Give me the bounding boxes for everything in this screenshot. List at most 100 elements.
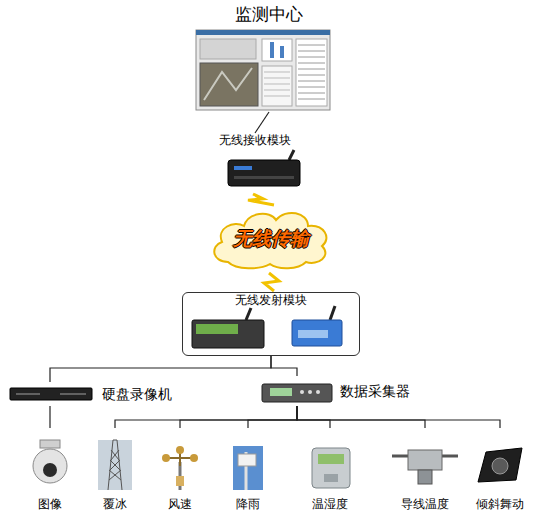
collector-display	[270, 388, 292, 396]
collector-device	[262, 384, 332, 402]
collector-button	[300, 390, 304, 394]
node-label: 倾斜舞动	[465, 498, 535, 512]
gauge-bar	[270, 42, 274, 58]
wireless-bolt	[264, 273, 279, 291]
software-screenshot	[196, 30, 330, 110]
device-node: 温湿度	[295, 428, 365, 514]
camera-icon	[33, 440, 67, 483]
tower-lattice	[108, 440, 122, 490]
sensor-dial	[492, 458, 508, 474]
receiver-device	[228, 150, 300, 186]
window-frame	[196, 30, 330, 110]
cloud-node: 无线传输	[206, 206, 336, 272]
node-label: 无线接收模块	[196, 134, 314, 148]
node-label: 导线温度	[390, 498, 460, 512]
wire-line	[50, 356, 271, 382]
dvr-body	[10, 388, 92, 400]
node-label: 覆冰	[80, 498, 150, 512]
receiver-body	[228, 160, 300, 186]
gauge-bar	[280, 46, 284, 58]
device-node: 导线温度	[390, 428, 460, 514]
device-node: 覆冰	[80, 428, 150, 514]
tower-icon	[98, 440, 132, 490]
transmitter-panel	[196, 324, 238, 334]
wire-line	[255, 112, 269, 133]
device-node: 风速	[145, 428, 215, 514]
receiver-slot	[234, 176, 294, 179]
gauge-funnel	[238, 454, 256, 466]
sensor-box	[418, 470, 432, 484]
collector-button	[308, 390, 312, 394]
camera-lens	[43, 463, 57, 477]
node-label: 降雨	[213, 498, 283, 512]
collector-button	[316, 390, 320, 394]
sky-photo	[233, 446, 263, 490]
wire-line	[115, 406, 297, 428]
wire-line	[297, 406, 330, 428]
sky-photo	[98, 440, 132, 490]
device-node: 硬盘录像机	[6, 382, 206, 406]
cloud-label: 无线传输	[206, 228, 336, 250]
camera-mount	[40, 440, 60, 448]
node-label: 监测中心	[188, 5, 350, 25]
wire-line	[297, 406, 500, 428]
receiver-logo	[234, 166, 252, 170]
wire-line	[49, 406, 50, 428]
wire-line	[271, 356, 297, 376]
dvr-device	[10, 388, 92, 400]
transmitter-panel	[298, 330, 328, 338]
sensor-clamp	[408, 450, 442, 470]
node-label: 无线发射模块	[183, 294, 359, 308]
photo-detail	[204, 68, 252, 100]
wire-line	[297, 406, 425, 428]
control-panel	[200, 39, 256, 59]
antenna	[289, 150, 294, 160]
wire-line	[248, 406, 297, 428]
anemometer-pole	[179, 462, 182, 490]
dvr-front	[16, 393, 86, 395]
anemometer-cup	[190, 454, 198, 462]
anemometer-icon	[162, 446, 198, 490]
table-rows	[298, 45, 325, 99]
conductor-sensor-icon	[392, 450, 458, 484]
wire-line	[180, 406, 297, 428]
device-node: 倾斜舞动	[465, 428, 535, 514]
data-table	[296, 39, 327, 106]
sensor-body	[312, 448, 350, 488]
camera-photo	[200, 63, 258, 106]
transmitter-body	[292, 320, 342, 346]
list-rows	[264, 72, 290, 96]
device-node: 图像	[15, 428, 85, 514]
node-label: 图像	[15, 498, 85, 512]
sensor-display	[318, 454, 344, 464]
thermo-hygrometer-icon	[312, 448, 350, 488]
gauge-pole	[245, 452, 248, 490]
wireless-bolt	[248, 194, 274, 205]
collector-body	[262, 384, 332, 402]
transmitter-devices	[192, 306, 342, 348]
sensor-grille	[324, 474, 338, 482]
node-label: 风速	[145, 498, 215, 512]
device-node: 监测中心	[188, 4, 350, 112]
conductor-wire	[392, 455, 458, 458]
node-label: 温湿度	[295, 498, 365, 512]
transmitter-body	[192, 320, 264, 348]
anemometer-cup	[176, 446, 184, 454]
window-titlebar	[196, 30, 330, 35]
sensor-body	[478, 448, 522, 482]
antenna	[246, 308, 251, 320]
module-group-box: 无线发射模块	[182, 292, 360, 356]
device-node: 降雨	[213, 428, 283, 514]
node-label: 数据采集器	[340, 383, 430, 399]
antenna	[330, 306, 335, 320]
anemometer-arms	[166, 450, 194, 466]
gauge-panel	[262, 39, 292, 61]
node-label: 硬盘录像机	[102, 386, 206, 402]
camera-dome	[33, 449, 67, 483]
device-node: 无线接收模块	[196, 133, 314, 193]
tilt-sensor-icon	[478, 448, 522, 482]
anemometer-vane	[176, 476, 184, 486]
rain-gauge-icon	[233, 446, 263, 490]
